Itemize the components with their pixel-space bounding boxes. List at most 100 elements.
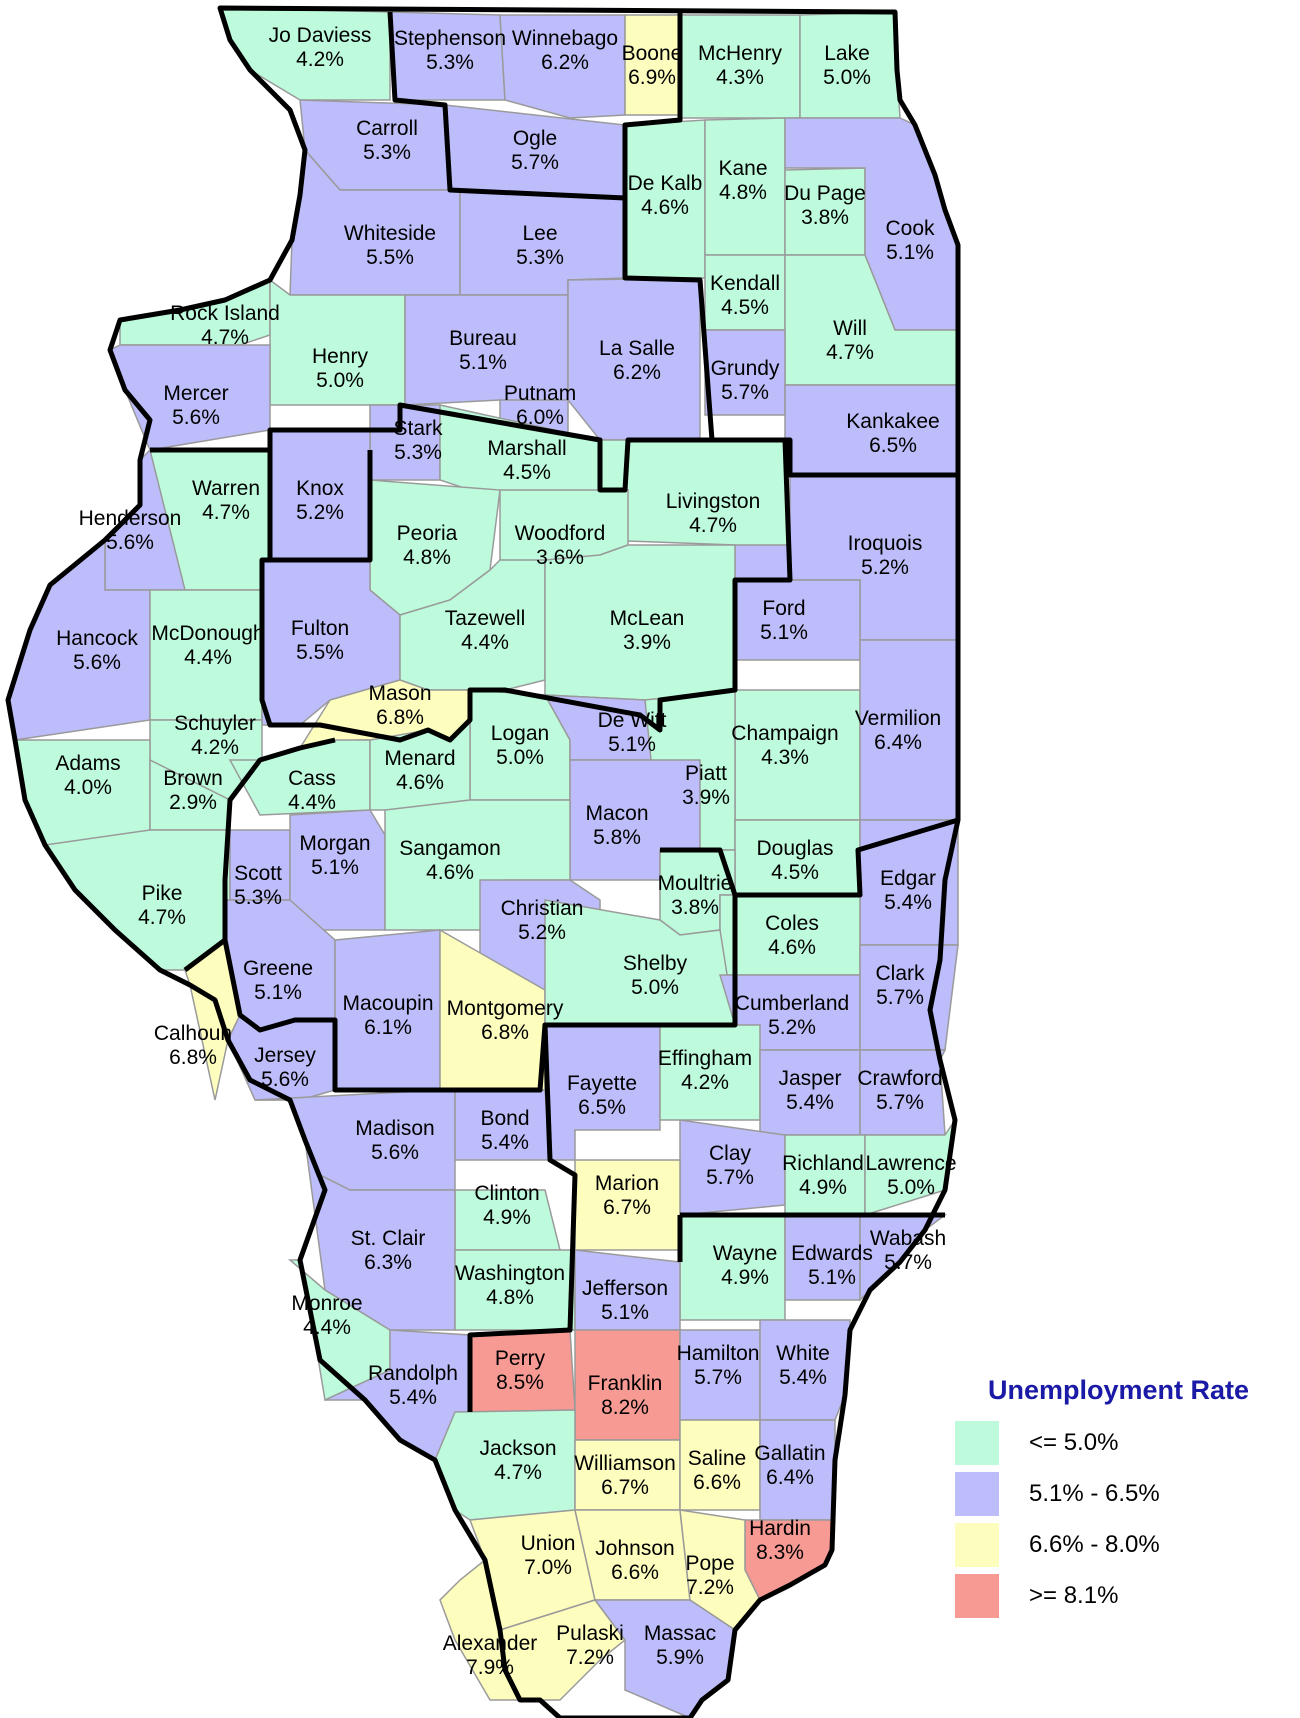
county-name-label: Bureau xyxy=(449,327,517,350)
county-name-label: Madison xyxy=(355,1117,434,1140)
county-rate-label: 5.3% xyxy=(516,246,564,269)
county-name-label: Jasper xyxy=(778,1067,841,1090)
county-rate-label: 4.6% xyxy=(641,196,689,219)
county-rate-label: 5.6% xyxy=(371,1141,419,1164)
county-name-label: Adams xyxy=(55,752,120,775)
legend-swatch xyxy=(955,1421,999,1465)
county-region xyxy=(254,1089,456,1191)
county-name-label: Warren xyxy=(192,477,260,500)
county-rate-label: 5.7% xyxy=(721,381,769,404)
county-rate-label: 5.1% xyxy=(311,856,359,879)
county-name-label: De Kalb xyxy=(628,172,703,195)
county-name-label: Bond xyxy=(480,1107,529,1130)
county-rate-label: 5.2% xyxy=(768,1016,816,1039)
county-name-label: Stark xyxy=(393,417,443,440)
county-rate-label: 5.2% xyxy=(861,556,909,579)
county-rate-label: 5.3% xyxy=(363,141,411,164)
county-rate-label: 4.6% xyxy=(396,771,444,794)
region-line-1 xyxy=(387,11,683,201)
county-rate-label: 6.7% xyxy=(601,1476,649,1499)
county-rate-label: 4.2% xyxy=(296,48,344,71)
county-name-label: Carroll xyxy=(356,117,418,140)
legend-item: 5.1% - 6.5% xyxy=(955,1471,1285,1517)
county-rate-label: 4.5% xyxy=(721,296,769,319)
county-rate-label: 5.1% xyxy=(608,733,656,756)
county-rate-label: 5.3% xyxy=(394,441,442,464)
county-name-label: Richland xyxy=(782,1152,864,1175)
county-name-label: Perry xyxy=(495,1347,546,1370)
county-name-label: Champaign xyxy=(731,722,838,745)
county-name-label: Edwards xyxy=(791,1242,873,1265)
legend-label: >= 8.1% xyxy=(1029,1582,1119,1609)
county-name-label: Kane xyxy=(718,157,767,180)
county-rate-label: 4.0% xyxy=(64,776,112,799)
county-name-label: Henry xyxy=(312,345,369,368)
county-region xyxy=(499,14,626,119)
county-rate-label: 4.7% xyxy=(201,326,249,349)
legend-item: >= 8.1% xyxy=(955,1573,1285,1619)
county-name-label: Johnson xyxy=(595,1537,674,1560)
county-rate-label: 6.2% xyxy=(541,51,589,74)
county-region xyxy=(574,1439,681,1511)
county-name-label: Greene xyxy=(243,957,313,980)
county-rate-label: 5.1% xyxy=(760,621,808,644)
county-rate-label: 5.4% xyxy=(481,1131,529,1154)
county-rate-label: 4.8% xyxy=(486,1286,534,1309)
county-rate-label: 4.2% xyxy=(681,1071,729,1094)
county-rate-label: 5.1% xyxy=(459,351,507,374)
county-name-label: Pulaski xyxy=(556,1622,624,1645)
legend-item: 6.6% - 8.0% xyxy=(955,1522,1285,1568)
legend-label: 6.6% - 8.0% xyxy=(1029,1531,1160,1558)
county-region xyxy=(859,639,959,821)
county-name-label: Marshall xyxy=(487,437,566,460)
county-region xyxy=(784,1134,866,1216)
county-rate-label: 4.5% xyxy=(503,461,551,484)
county-name-label: Calhoun xyxy=(154,1022,232,1045)
county-rate-label: 5.0% xyxy=(631,976,679,999)
county-name-label: Gallatin xyxy=(754,1442,825,1465)
county-rate-label: 6.0% xyxy=(516,406,564,429)
county-name-label: Henderson xyxy=(79,507,182,530)
county-name-label: McHenry xyxy=(698,42,783,65)
county-name-label: Woodford xyxy=(515,522,606,545)
county-name-label: Mercer xyxy=(163,382,228,405)
county-name-label: Whiteside xyxy=(344,222,436,245)
county-name-label: Clinton xyxy=(474,1182,539,1205)
county-rate-label: 7.0% xyxy=(524,1556,572,1579)
county-rate-label: 4.3% xyxy=(761,746,809,769)
legend: Unemployment Rate <= 5.0% 5.1% - 6.5% 6.… xyxy=(955,1375,1285,1624)
county-name-label: White xyxy=(776,1342,830,1365)
county-name-label: Livingston xyxy=(666,490,761,513)
legend-label: 5.1% - 6.5% xyxy=(1029,1480,1160,1507)
county-rate-label: 4.7% xyxy=(689,514,737,537)
county-rate-label: 4.9% xyxy=(799,1176,847,1199)
county-name-label: Kendall xyxy=(710,272,780,295)
county-rate-label: 5.2% xyxy=(296,501,344,524)
legend-title: Unemployment Rate xyxy=(988,1375,1250,1405)
county-name-label: Ford xyxy=(762,597,805,620)
county-rate-label: 8.2% xyxy=(601,1396,649,1419)
legend-item: <= 5.0% xyxy=(955,1420,1285,1466)
county-name-label: Rock Island xyxy=(170,302,280,325)
county-rate-label: 4.6% xyxy=(768,936,816,959)
county-rate-label: 5.9% xyxy=(656,1646,704,1669)
county-rate-label: 4.8% xyxy=(719,181,767,204)
county-name-label: Montgomery xyxy=(447,997,564,1020)
county-name-label: Knox xyxy=(296,477,344,500)
county-name-label: Jackson xyxy=(479,1437,556,1460)
county-rate-label: 4.8% xyxy=(403,546,451,569)
county-name-label: Massac xyxy=(644,1622,716,1645)
county-rate-label: 4.7% xyxy=(138,906,186,929)
legend-label: <= 5.0% xyxy=(1029,1429,1119,1456)
county-region xyxy=(859,1049,947,1136)
county-name-label: Vermilion xyxy=(855,707,941,730)
county-name-label: Kankakee xyxy=(846,410,939,433)
county-name-label: Moultrie xyxy=(658,872,733,895)
county-rate-label: 6.8% xyxy=(169,1046,217,1069)
county-rate-label: 5.6% xyxy=(261,1068,309,1091)
county-rate-label: 5.1% xyxy=(886,241,934,264)
county-name-label: Coles xyxy=(765,912,819,935)
county-name-label: Clark xyxy=(875,962,925,985)
county-rate-label: 4.4% xyxy=(184,646,232,669)
county-name-label: McDonough xyxy=(151,622,264,645)
